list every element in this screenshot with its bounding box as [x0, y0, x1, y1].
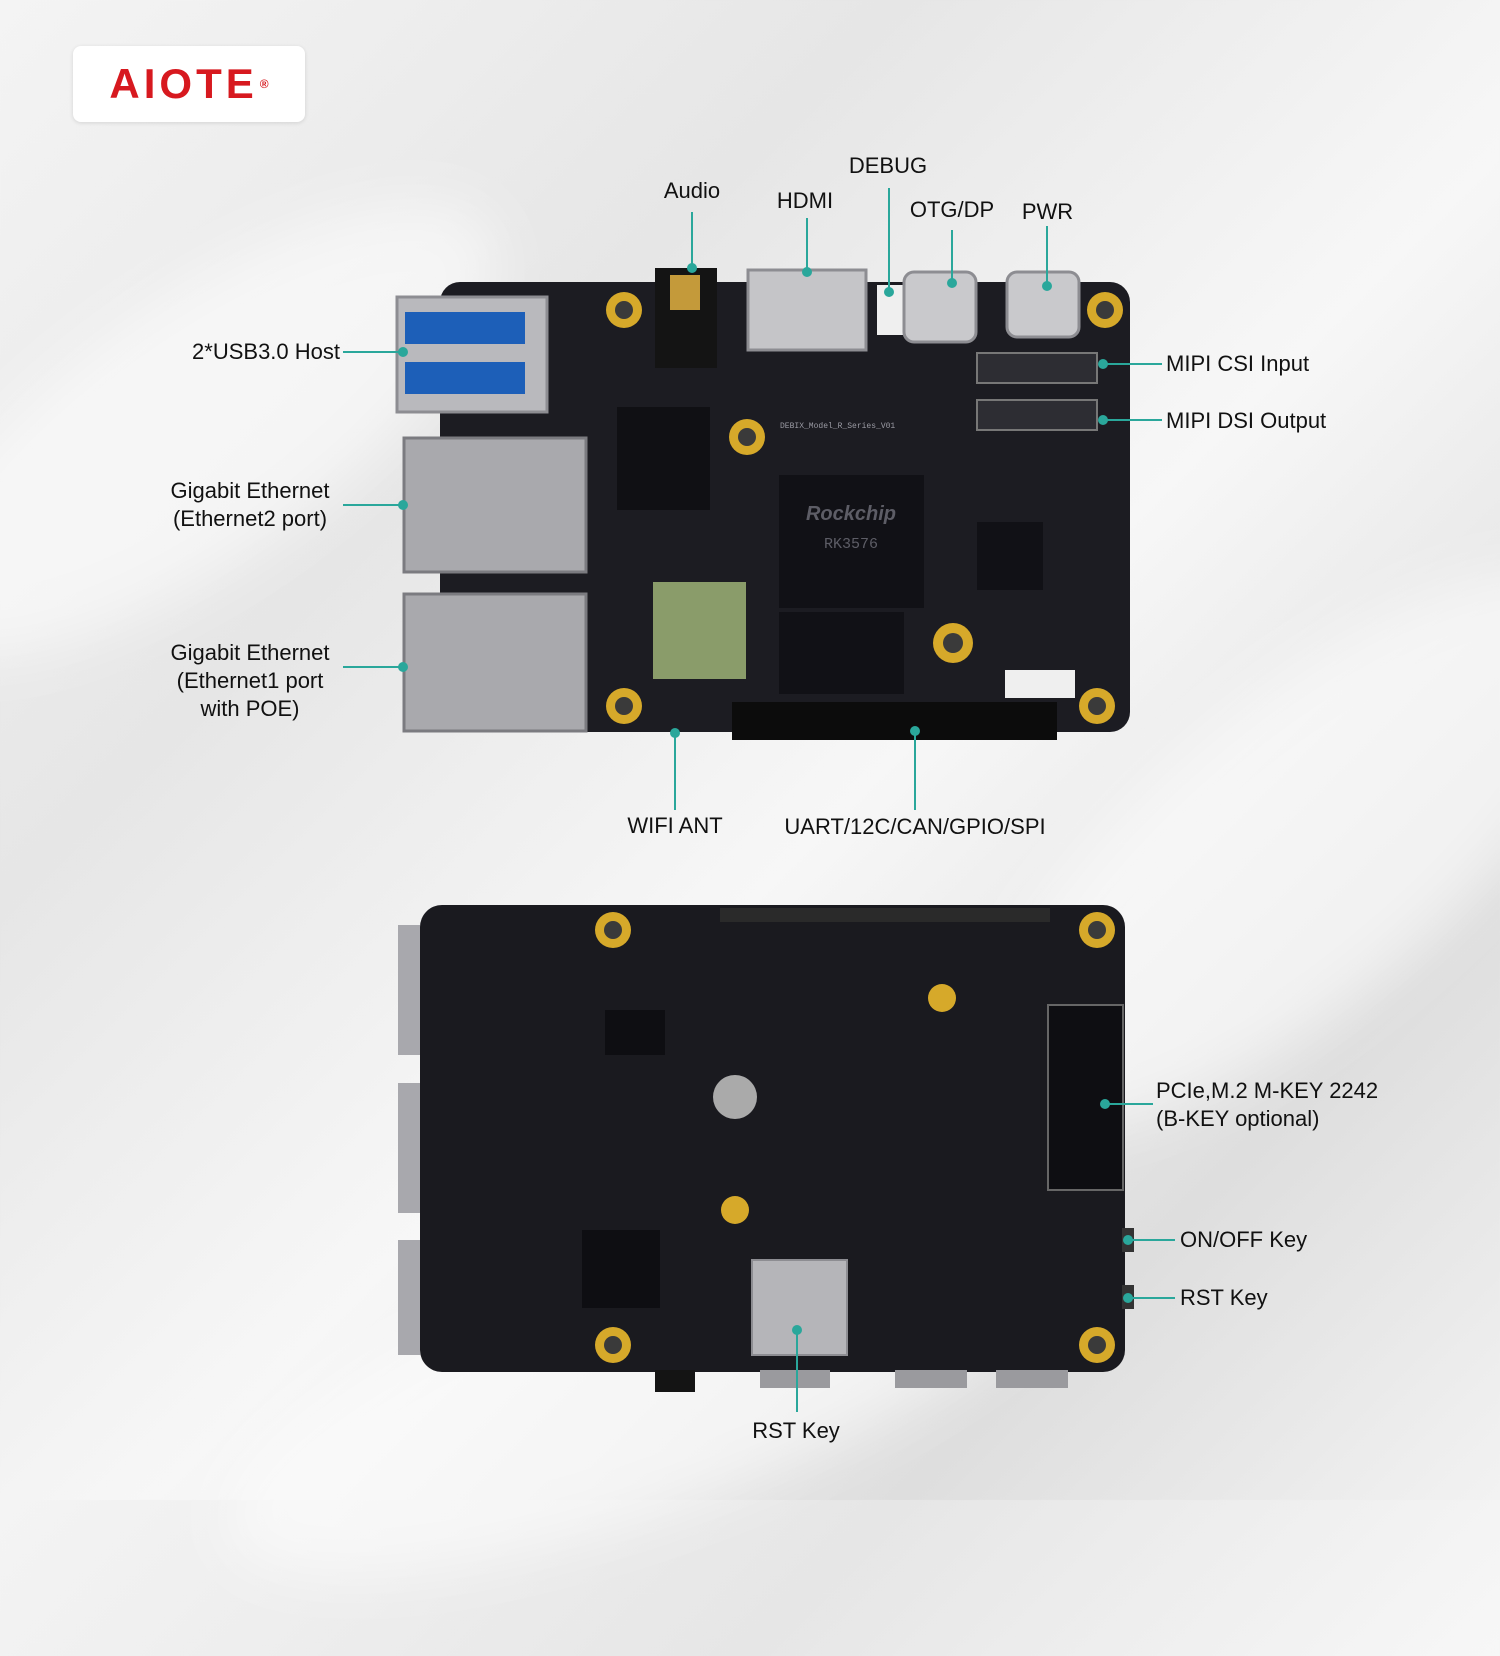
rst-button [1122, 1285, 1134, 1309]
label-eth1-line3: with POE) [200, 696, 300, 721]
soc-model-text: RK3576 [824, 536, 878, 553]
onoff-button [1122, 1228, 1134, 1252]
label-rst-key-bottom: RST Key [752, 1418, 840, 1443]
label-eth2-line2: (Ethernet2 port) [172, 506, 328, 531]
label-otg-dp: OTG/DP [909, 197, 995, 222]
back-port-side [398, 925, 420, 1055]
registered-mark: ® [259, 77, 269, 91]
label-pcie-line1: PCIe,M.2 M-KEY 2242 [1156, 1078, 1379, 1103]
label-gpio-header: UART/12C/CAN/GPIO/SPI [784, 814, 1046, 839]
board-illustration: Rockchip RK3576 DEBIX_Model_R_Series_V01 [395, 268, 1134, 1392]
pmic-chip [977, 522, 1043, 590]
m2-slot [1047, 1004, 1124, 1191]
label-mipi-csi: MIPI CSI Input [1166, 351, 1310, 376]
label-eth2-line1: Gigabit Ethernet [170, 478, 330, 503]
pwr-typec-port [1005, 270, 1081, 339]
label-rst-key-right: RST Key [1180, 1285, 1268, 1310]
debug-connector [877, 285, 903, 335]
gpio-header [732, 702, 1057, 740]
hdmi-port [746, 268, 868, 352]
label-usb-host: 2*USB3.0 Host [192, 339, 340, 364]
mipi-dsi-connector [976, 399, 1098, 431]
label-mipi-dsi: MIPI DSI Output [1166, 408, 1327, 433]
ethernet2-jack [402, 436, 588, 574]
label-wifi-ant: WIFI ANT [627, 813, 723, 838]
ethernet1-jack [402, 592, 588, 733]
brand-logo: AIOTE® [73, 46, 305, 122]
label-pcie-line2: (B-KEY optional) [1156, 1106, 1320, 1131]
label-pwr: PWR [1021, 199, 1074, 224]
mipi-csi-connector [976, 352, 1098, 384]
label-hdmi: HDMI [776, 188, 834, 213]
soc-brand-text: Rockchip [806, 503, 896, 525]
label-eth1-line2: (Ethernet1 port [176, 668, 324, 693]
otg-typec-port [902, 270, 978, 344]
ram-chip [779, 612, 904, 694]
label-eth1-line1: Gigabit Ethernet [170, 640, 330, 665]
brand-logo-text: AIOTE [109, 60, 258, 107]
label-audio: Audio [663, 178, 721, 203]
label-onoff-key: ON/OFF Key [1180, 1227, 1308, 1252]
wifi-module [653, 582, 746, 679]
board-name-silk: DEBIX_Model_R_Series_V01 [780, 422, 895, 431]
tf-card-slot [751, 1259, 848, 1356]
emmc-chip [617, 407, 710, 510]
label-debug: DEBUG [848, 153, 928, 178]
soc-chip [779, 475, 924, 608]
